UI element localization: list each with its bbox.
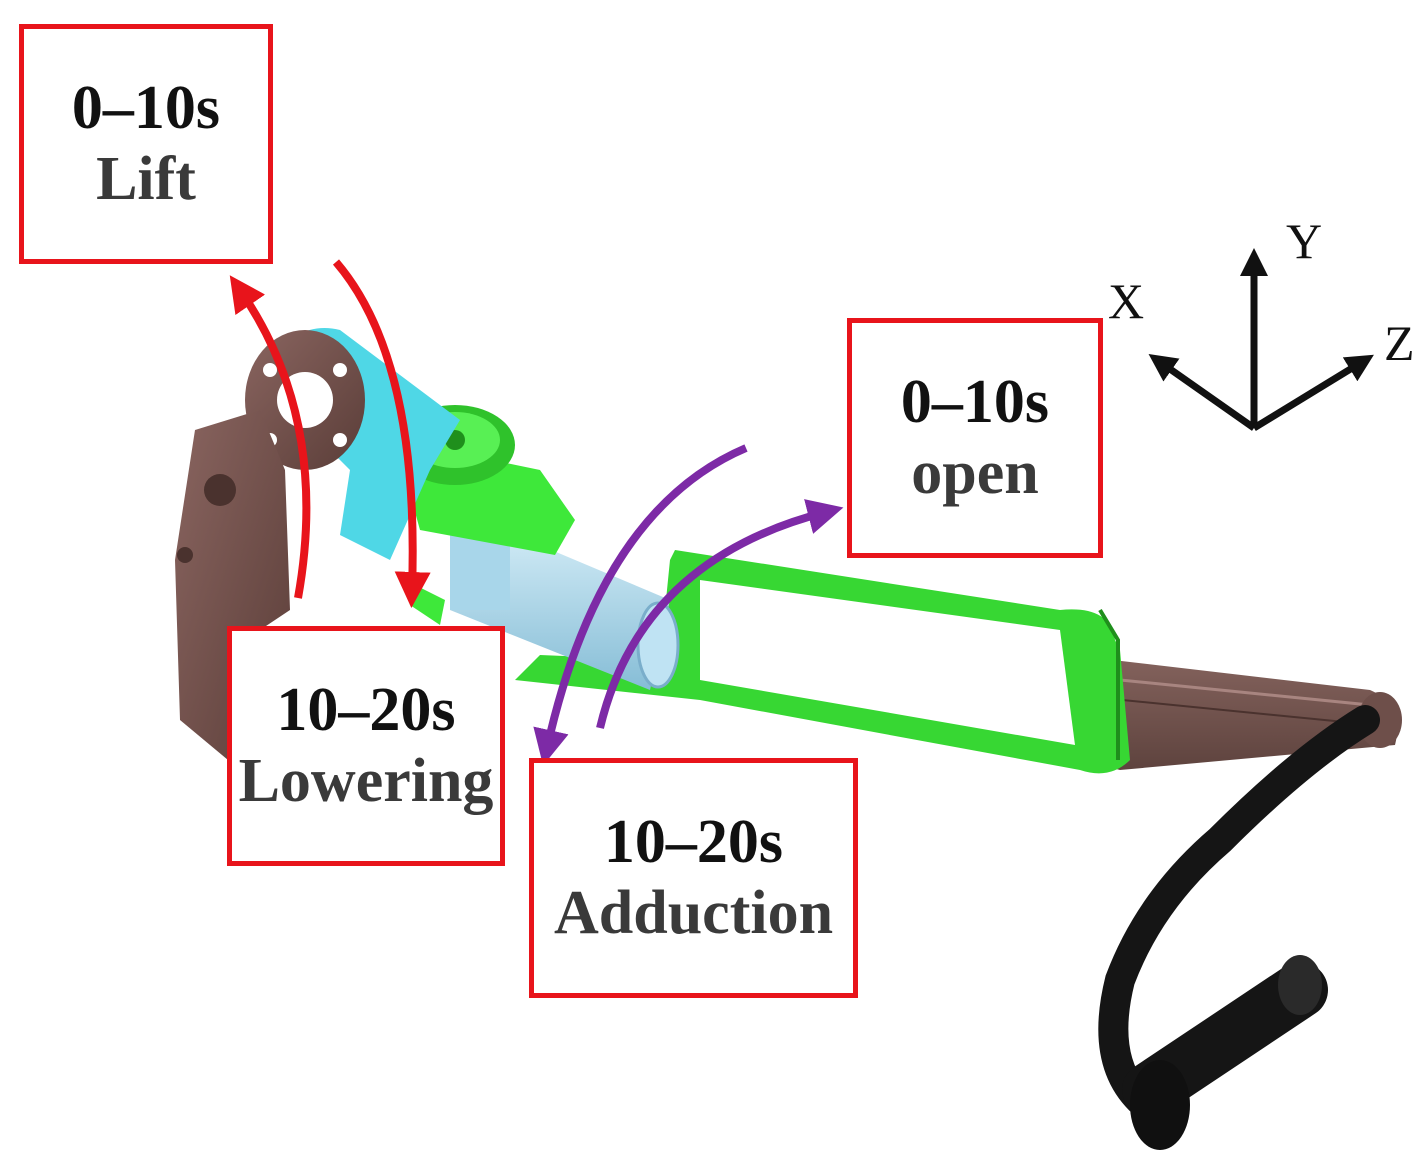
x-axis-arrow	[1148, 353, 1257, 431]
z-axis-arrow	[1252, 354, 1374, 431]
adduction-label-box: 10–20s Adduction	[529, 758, 858, 998]
adduction-time: 10–20s	[603, 807, 784, 876]
lift-arrow	[229, 275, 311, 599]
y-axis-label: Y	[1286, 213, 1322, 269]
lowering-time: 10–20s	[276, 675, 456, 744]
handle	[1098, 705, 1380, 1150]
adduction-arrow	[533, 444, 748, 766]
lift-label-box: 0–10s Lift	[19, 24, 273, 264]
open-action: open	[911, 439, 1039, 507]
lowering-label-box: 10–20s Lowering	[227, 626, 505, 866]
z-axis-label: Z	[1384, 315, 1415, 371]
x-axis-label: X	[1108, 273, 1144, 329]
open-time: 0–10s	[900, 367, 1050, 436]
adduction-action: Adduction	[553, 879, 834, 947]
lowering-arrow	[332, 259, 431, 608]
lift-action: Lift	[96, 145, 196, 213]
open-label-box: 0–10s open	[847, 318, 1103, 558]
lift-time: 0–10s	[71, 73, 221, 142]
lowering-action: Lowering	[238, 747, 494, 815]
shoulder-mount	[175, 330, 365, 770]
green-arm-frame	[515, 550, 1130, 774]
coordinate-axes: Y X Z	[1108, 213, 1415, 431]
open-arrow	[596, 499, 844, 729]
